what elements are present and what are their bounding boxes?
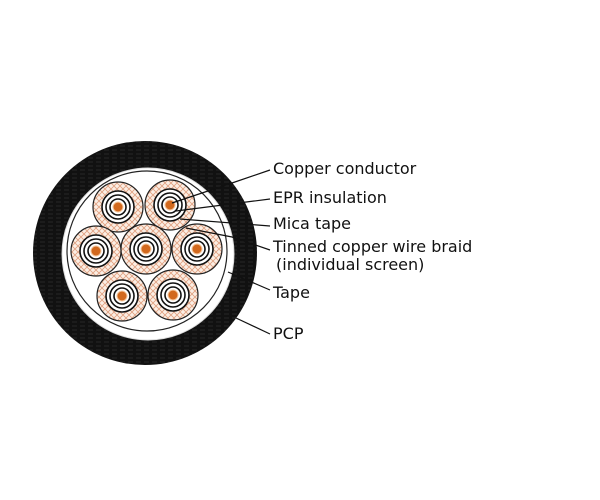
label-epr-insulation: EPR insulation <box>273 188 387 207</box>
label-braid: Tinned copper wire braid <box>273 237 473 256</box>
core <box>96 270 148 322</box>
core <box>120 223 172 275</box>
core <box>171 223 223 275</box>
core <box>92 181 144 233</box>
leader-tape <box>227 271 271 291</box>
copper-conductor <box>191 243 203 255</box>
leader-mica <box>179 218 271 227</box>
leader-pcp <box>235 317 271 335</box>
label-braid-sub: (individual screen) <box>276 255 425 274</box>
label-tape: Tape <box>273 283 310 302</box>
copper-conductor <box>112 201 124 213</box>
label-copper-conductor: Copper conductor <box>273 159 417 178</box>
core <box>70 225 122 277</box>
leader-epr <box>175 198 271 212</box>
core <box>147 269 199 321</box>
core <box>144 179 196 231</box>
copper-conductor <box>164 199 176 211</box>
copper-conductor <box>90 245 102 257</box>
leader-lines <box>171 169 271 335</box>
leader-braid <box>185 227 271 251</box>
copper-conductor <box>140 243 152 255</box>
label-pcp: PCP <box>273 324 304 343</box>
copper-conductor <box>167 289 179 301</box>
leader-copper <box>171 169 271 204</box>
copper-conductor <box>116 290 128 302</box>
label-mica-tape: Mica tape <box>273 214 352 233</box>
